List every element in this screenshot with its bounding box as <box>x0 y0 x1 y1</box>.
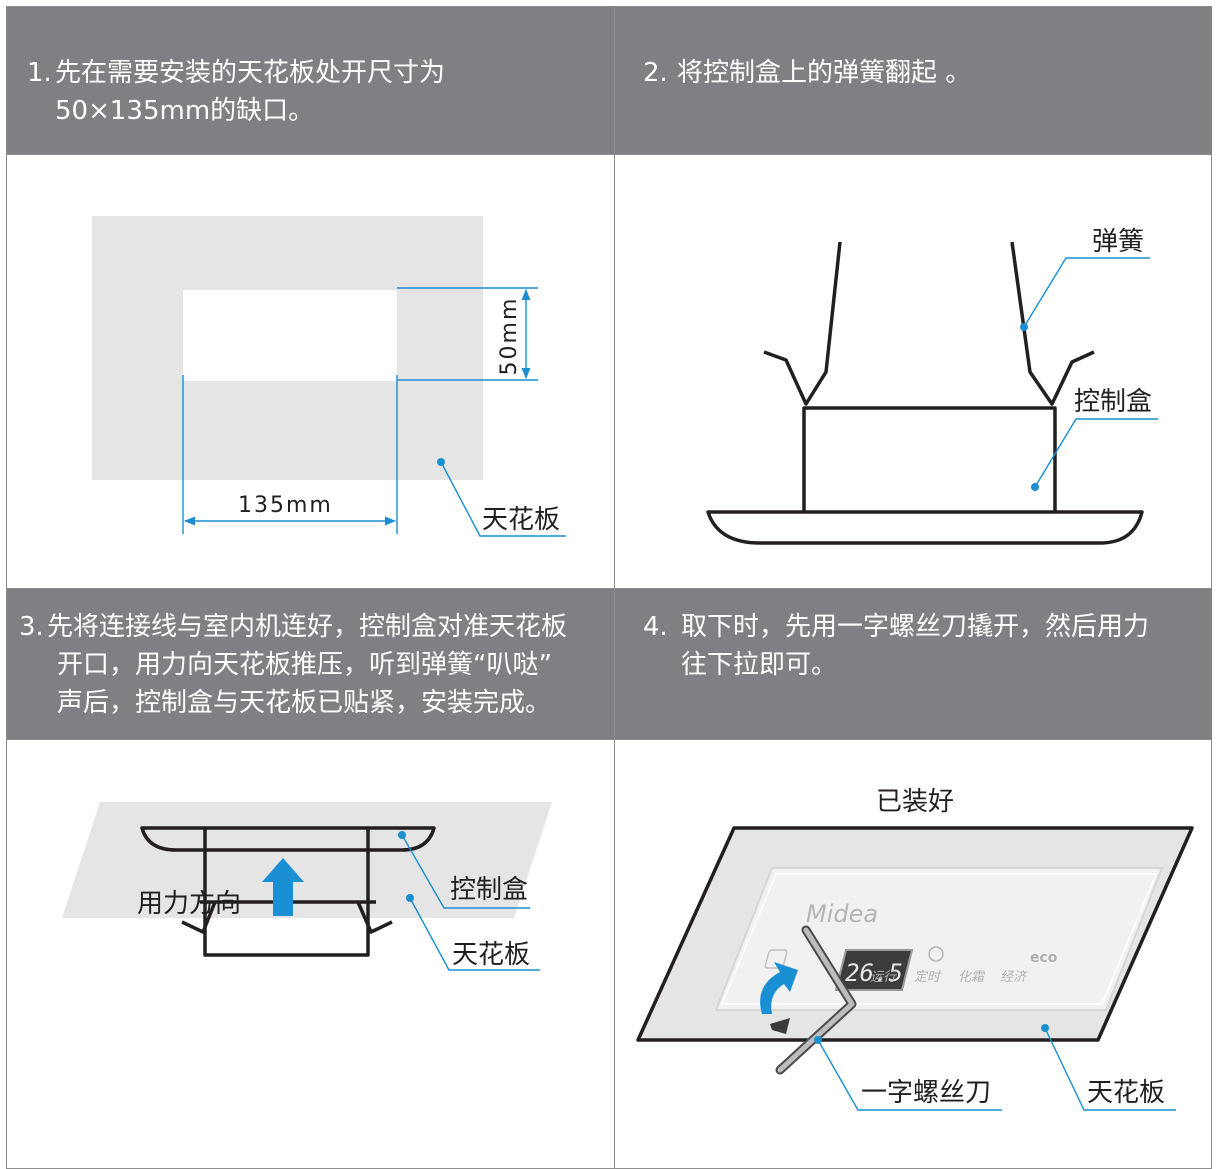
spring-label: 弹簧 <box>1092 227 1144 257</box>
ceiling-label-1: 天花板 <box>482 505 560 535</box>
panel-button-timer: 定时 <box>914 969 942 985</box>
step1-header: 1. 先在需要安装的天花板处开尺寸为 50×135mm的缺口。 <box>7 7 614 154</box>
force-arrow <box>262 858 304 916</box>
right-spring <box>1010 241 1095 406</box>
step4-number: 4. <box>643 612 668 642</box>
ceiling-label-3: 天花板 <box>452 940 530 970</box>
height-dimension-label: 50mm <box>497 297 522 376</box>
control-panel <box>714 867 1164 1011</box>
step1-number: 1. <box>27 58 52 88</box>
control-box-label-3: 控制盒 <box>450 875 528 905</box>
ceiling-opening <box>183 290 397 381</box>
diagram4-removal: 已装好 Midea 26.5 运行 定时 化霜 经济 eco 一字螺丝刀 天花板 <box>636 787 1194 1111</box>
step1-line1: 先在需要安装的天花板处开尺寸为 <box>55 58 446 88</box>
timer-icon <box>928 946 944 962</box>
diagram2-springs <box>706 241 1144 545</box>
unlock-arrow <box>760 962 798 1014</box>
panel-button-run: 运行 <box>870 970 898 985</box>
ceiling-label-4: 天花板 <box>1087 1078 1165 1108</box>
panel-eco-icon: eco <box>1030 950 1058 966</box>
step2-number: 2. <box>643 58 668 88</box>
step3-line2: 开口，用力向天花板推压，听到弹簧“叭哒” <box>57 650 552 680</box>
step3-header: 3. 先将连接线与室内机连好，控制盒对准天花板 开口，用力向天花板推压，听到弹簧… <box>7 589 614 739</box>
panel-button-economy: 经济 <box>1000 970 1028 985</box>
force-direction-label: 用力方向 <box>137 889 241 919</box>
control-box-body <box>802 406 1057 512</box>
installed-title: 已装好 <box>876 787 954 817</box>
control-box-label-2: 控制盒 <box>1074 387 1152 417</box>
panel-button-defrost: 化霜 <box>958 970 986 985</box>
step1-line2: 50×135mm的缺口。 <box>55 96 315 126</box>
step3-number: 3. <box>19 612 44 642</box>
step4-line2: 往下拉即可。 <box>681 650 838 680</box>
diagram3-install: 用力方向 天花板 控制盒 <box>62 802 552 971</box>
base-plate-3 <box>140 826 436 852</box>
left-spring <box>763 241 842 406</box>
panel-display-value: 26.5 <box>845 959 903 987</box>
row-divider-3 <box>6 739 1212 740</box>
column-divider <box>614 6 615 1169</box>
step4-header: 4. 取下时，先用一字螺丝刀撬开，然后用力 往下拉即可。 <box>615 589 1212 739</box>
step2-header: 2. 将控制盒上的弹簧翻起 。 <box>615 7 1212 154</box>
ceiling-slab <box>62 802 552 918</box>
row-divider-2 <box>6 588 1212 589</box>
step3-line1: 先将连接线与室内机连好，控制盒对准天花板 <box>47 612 568 642</box>
width-dimension-label: 135mm <box>238 493 333 518</box>
base-plate <box>706 510 1144 545</box>
step3-line3: 声后，控制盒与天花板已贴紧，安装完成。 <box>57 688 552 718</box>
panel-brand: Midea <box>806 900 878 928</box>
diagram1-cutout: 135mm 50mm 天花板 <box>92 216 566 537</box>
row-divider-1 <box>6 154 1212 155</box>
step4-line1: 取下时，先用一字螺丝刀撬开，然后用力 <box>681 612 1150 642</box>
screwdriver-label: 一字螺丝刀 <box>861 1078 991 1108</box>
step2-line1: 将控制盒上的弹簧翻起 。 <box>677 58 972 88</box>
